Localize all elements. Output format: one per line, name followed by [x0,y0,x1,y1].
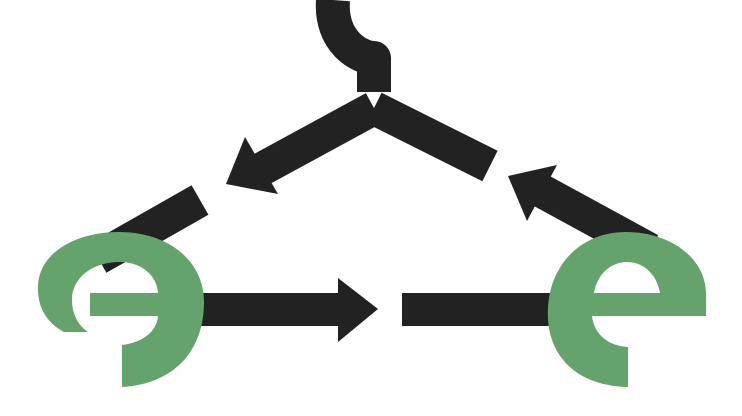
arrowhead-lower-right [508,165,557,221]
arrow-shaft-top-left [253,93,383,184]
recycle-e-glyph-icon-left [37,232,204,387]
arrow-shaft-bottom [190,293,345,326]
recycle-e-glyph-icon-right [547,232,706,387]
arrow-segment-top-right [366,92,498,182]
arrow-segment-bottom-right [402,293,556,326]
arrowhead-bottom [338,278,378,342]
arrowhead-top-left [226,137,278,194]
hanger-hook-icon [315,0,391,92]
